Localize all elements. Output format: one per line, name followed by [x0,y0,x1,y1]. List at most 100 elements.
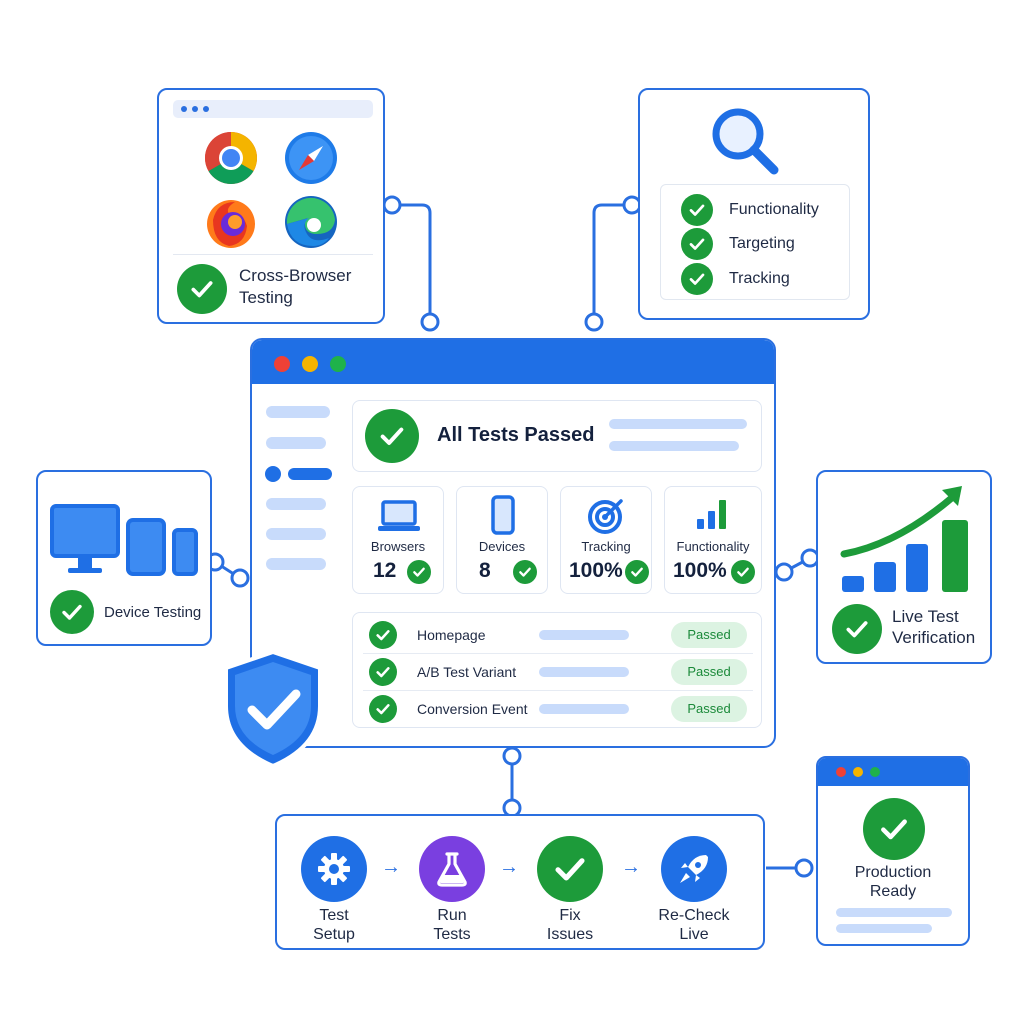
close-dot[interactable] [274,356,290,372]
table-row[interactable]: Conversion Event Passed [353,691,761,727]
check-item-label: Tracking [729,270,790,287]
cross-browser-card: Cross-Browser Testing [157,88,385,324]
step-fix-circle[interactable] [537,836,603,902]
row-check-icon [369,695,397,723]
production-label-line2: Ready [869,883,917,900]
status-title: All Tests Passed [437,424,595,446]
safari-icon [285,132,337,184]
table-row[interactable]: A/B Test Variant Passed [353,654,761,690]
magnifier-icon [712,108,779,175]
connector-node [502,746,522,766]
maximize-dot[interactable] [330,356,346,372]
cross-browser-label-line2: Testing [239,288,293,307]
sidebar-item[interactable] [266,498,326,510]
production-check-icon [863,798,925,860]
phone-icon [491,495,515,535]
stat-value: 100% [569,559,623,582]
tracking-check-icon [681,263,713,295]
sidebar-item-active[interactable] [288,468,332,480]
live-test-card: Live Test Verification [816,470,992,664]
stat-label: Browsers [370,539,426,554]
passed-badge: Passed [671,659,747,685]
arrow-right-icon: → [381,856,401,878]
stat-card-functionality: Functionality 100% [664,486,762,594]
connector-node [794,858,814,878]
live-test-check-icon [832,604,882,654]
firefox-icon [207,200,255,248]
chrome-icon [205,132,257,184]
connector-node [382,195,402,215]
step-label: Tests [433,926,471,943]
targeting-check-icon [681,228,713,260]
sidebar-active-dot [265,466,281,482]
device-testing-label: Device Testing [104,604,202,621]
stat-value: 8 [479,559,491,582]
connector-node [230,568,250,588]
step-label: Issues [546,926,594,943]
gear-icon [318,853,350,885]
table-row[interactable]: Homepage Passed [353,617,761,653]
sidebar-item[interactable] [266,558,326,570]
stat-card-browsers: Browsers 12 [352,486,444,594]
step-label: Re-Check [658,907,730,924]
production-label-line1: Production [854,864,932,881]
step-label: Fix [559,907,581,924]
live-test-label-line2: Verification [892,628,976,647]
row-name: Conversion Event [417,701,528,717]
minimize-dot[interactable] [302,356,318,372]
stat-value: 100% [673,559,727,582]
test-dashboard-window: All Tests Passed Browsers 12 Devices 8 [250,338,776,748]
growth-chart-icon [840,486,968,592]
laptop-icon [378,500,420,531]
sidebar-item[interactable] [266,528,326,540]
check-item-label: Targeting [729,235,795,252]
checks-card: Functionality Targeting Tracking [638,88,870,320]
functionality-check-icon [681,194,713,226]
step-label: Setup [313,926,355,943]
stat-check-icon [625,560,649,584]
live-test-label-line1: Live Test [892,607,959,626]
stat-check-icon [513,560,537,584]
flask-icon [437,852,467,887]
results-table: Homepage Passed A/B Test Variant Passed … [352,612,762,728]
edge-icon [285,196,337,248]
production-titlebar [818,758,968,786]
devices-icon [50,504,198,576]
stat-check-icon [407,560,431,584]
all-passed-check-icon [365,409,419,463]
step-label: Test [319,907,349,924]
process-card: Test Setup → Run Tests → Fix Issues → Re… [275,814,765,950]
step-run-circle[interactable] [419,836,485,902]
stat-label: Functionality [676,539,750,554]
stat-card-tracking: Tracking 100% [560,486,652,594]
step-recheck-circle[interactable] [661,836,727,902]
stat-card-devices: Devices 8 [456,486,548,594]
check-icon [555,858,585,881]
target-icon [588,499,623,534]
sidebar-item[interactable] [266,437,326,449]
stat-check-icon [731,560,755,584]
connector-node [774,562,794,582]
production-ready-card: Production Ready [816,756,970,946]
row-check-icon [369,621,397,649]
stat-value: 12 [373,559,397,582]
check-item-label: Functionality [729,201,819,218]
sidebar-item[interactable] [266,406,330,418]
checks-list: Functionality Targeting Tracking [660,184,850,300]
browser-address-bar [173,100,373,118]
device-testing-card: Device Testing [36,470,212,646]
step-setup-circle[interactable] [301,836,367,902]
window-titlebar [252,340,774,384]
connector-node [584,312,604,332]
step-label: Run [437,907,467,924]
passed-badge: Passed [671,622,747,648]
bar-chart-icon [697,500,726,529]
arrow-right-icon: → [621,856,641,878]
stat-label: Devices [478,539,526,554]
connector-node [420,312,440,332]
cross-browser-label-line1: Cross-Browser [239,266,352,285]
passed-badge: Passed [671,696,747,722]
shield-check-icon [224,649,322,769]
status-banner: All Tests Passed [352,400,762,472]
